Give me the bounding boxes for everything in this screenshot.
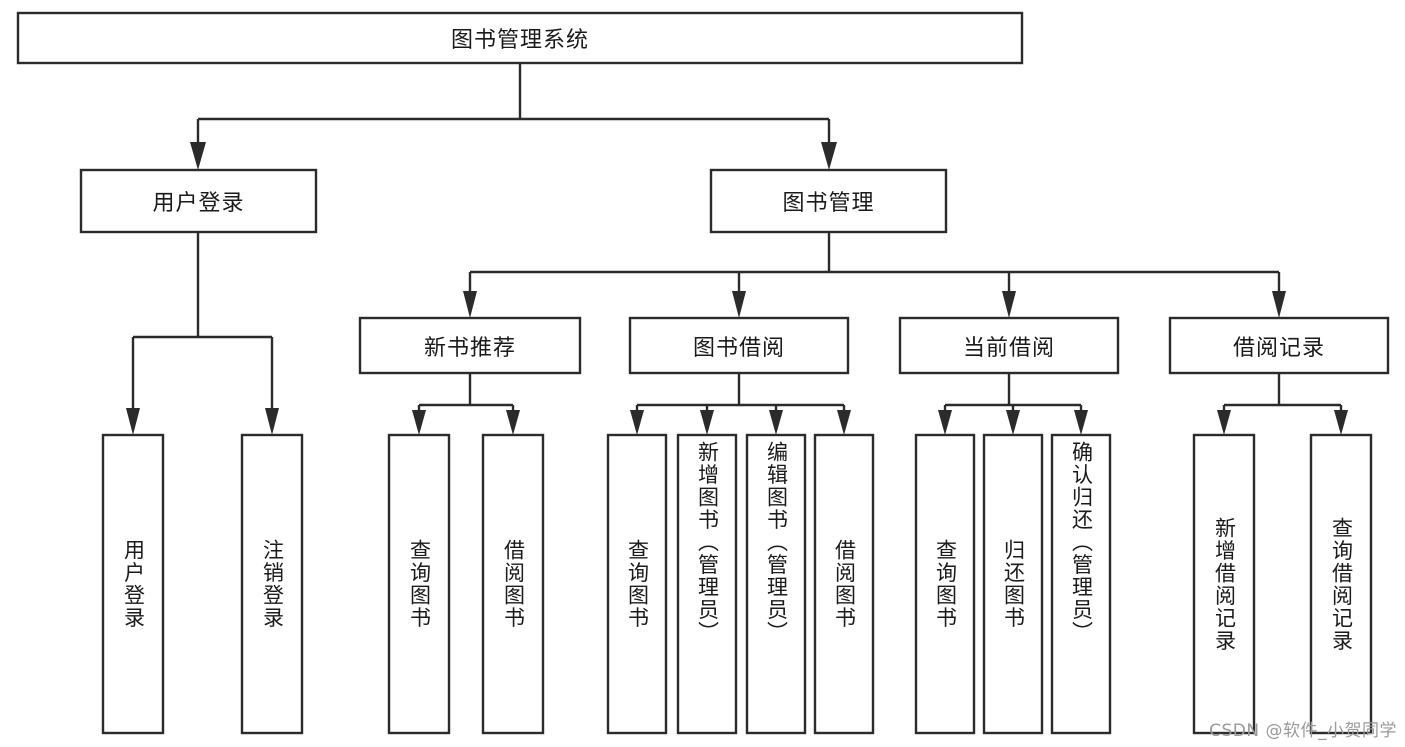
leaf-book-borrow-1[interactable]	[676, 433, 738, 735]
leaf-borrow-record-1[interactable]	[1309, 433, 1373, 735]
arrow-head-icon	[732, 291, 746, 318]
leaf-current-borrow-0[interactable]	[914, 433, 976, 735]
arrow-head-icon	[190, 142, 206, 170]
arrow-head-icon	[700, 410, 714, 435]
arrow-head-icon	[769, 410, 783, 435]
connector-root-to-level2	[190, 63, 837, 170]
node-user-login[interactable]	[79, 168, 318, 234]
arrow-head-icon	[938, 410, 952, 435]
leaf-current-borrow-2[interactable]	[1050, 433, 1112, 735]
arrow-head-icon	[126, 408, 140, 435]
leaf-borrow-record-0[interactable]	[1192, 433, 1256, 735]
connector-current-borrow-to-leaves	[938, 373, 1088, 435]
connector-borrow-record-to-leaves	[1217, 373, 1348, 435]
arrow-head-icon	[837, 410, 851, 435]
arrow-head-icon	[1272, 291, 1286, 318]
arrow-head-icon	[821, 142, 837, 170]
connector-new-book-recommend-to-leaves	[412, 373, 520, 435]
node-book-borrow[interactable]	[628, 316, 850, 375]
leaf-new-book-recommend-1[interactable]	[481, 433, 545, 735]
leaf-current-borrow-1[interactable]	[982, 433, 1044, 735]
leaf-user-login-1[interactable]	[240, 433, 304, 735]
arrow-head-icon	[506, 410, 520, 435]
arrow-head-icon	[1002, 291, 1016, 318]
connector-book-borrow-to-leaves	[630, 373, 851, 435]
leaf-book-borrow-2[interactable]	[745, 433, 807, 735]
leaf-book-borrow-0[interactable]	[606, 433, 668, 735]
node-borrow-record[interactable]	[1168, 316, 1390, 375]
arrow-head-icon	[630, 410, 644, 435]
connector-book-management-to-level3	[463, 232, 1286, 318]
arrow-head-icon	[1006, 410, 1020, 435]
node-root-book-management-system[interactable]	[16, 11, 1024, 65]
arrow-head-icon	[412, 410, 426, 435]
leaf-book-borrow-3[interactable]	[813, 433, 875, 735]
arrow-head-icon	[1334, 410, 1348, 435]
arrow-head-icon	[265, 408, 279, 435]
node-current-borrow[interactable]	[898, 316, 1120, 375]
connector-user-login-to-leaves	[126, 232, 279, 435]
leaf-user-login-0[interactable]	[101, 433, 165, 735]
arrow-head-icon	[1074, 410, 1088, 435]
node-new-book-recommend[interactable]	[358, 316, 582, 375]
node-book-management[interactable]	[709, 168, 948, 234]
arrow-head-icon	[463, 291, 477, 318]
arrow-head-icon	[1217, 410, 1231, 435]
leaf-new-book-recommend-0[interactable]	[387, 433, 451, 735]
